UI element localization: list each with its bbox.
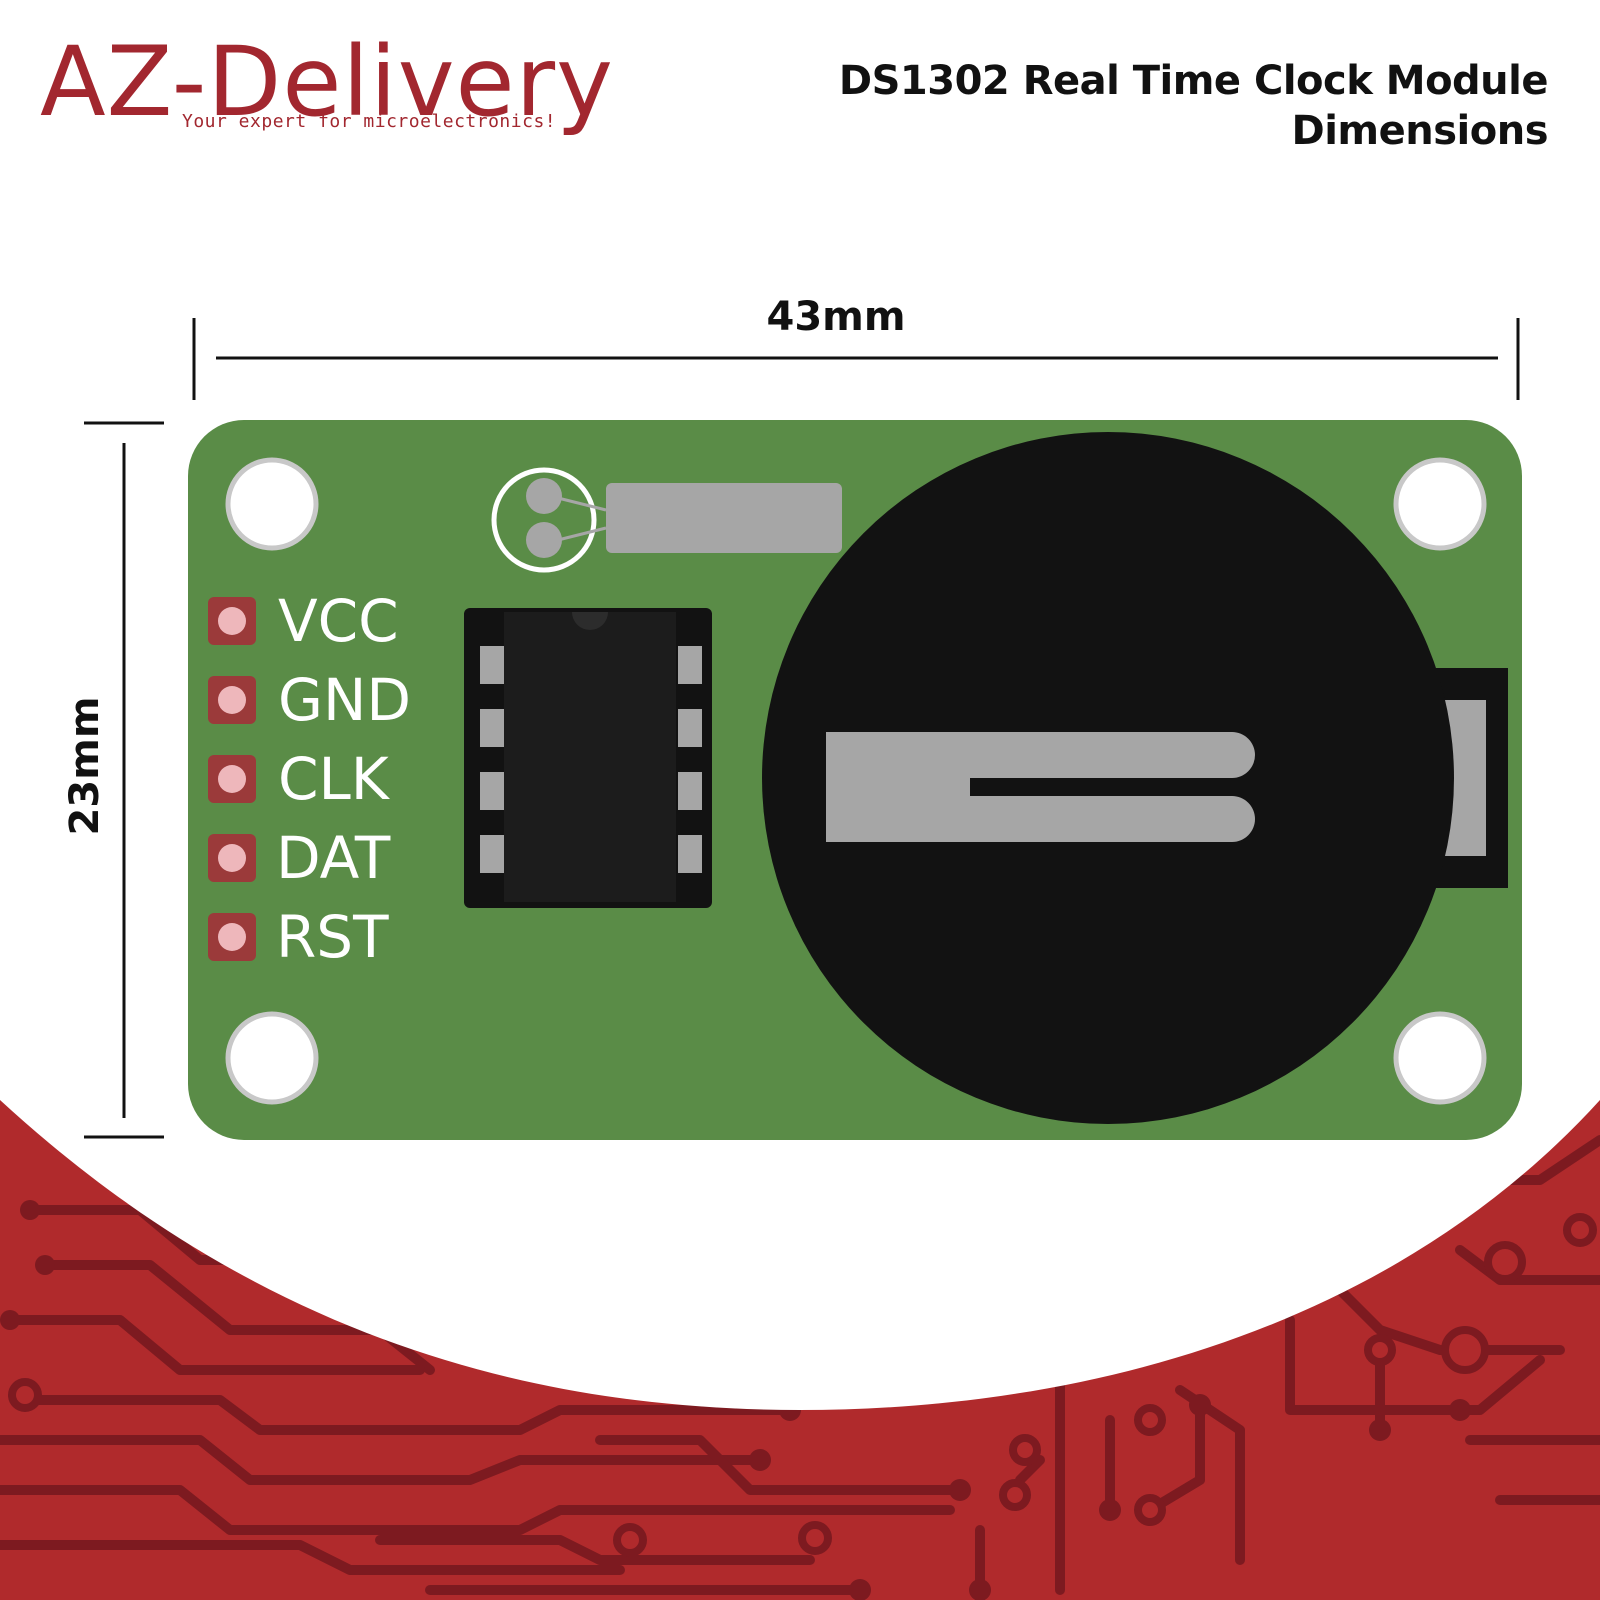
pcb-board: VCC GND CLK DAT RST — [188, 420, 1522, 1140]
mounting-hole — [225, 457, 319, 551]
mounting-hole — [1393, 1011, 1487, 1105]
mounting-hole — [225, 1011, 319, 1105]
az-delivery-logo: AZ-Delivery — [40, 26, 614, 138]
height-dimension-label: 23mm — [62, 696, 108, 835]
battery-holder — [762, 432, 1508, 1124]
mounting-hole — [1393, 457, 1487, 551]
title-line-1: DS1302 Real Time Clock Module — [838, 58, 1549, 104]
pin-pads — [208, 597, 256, 961]
pin-label-gnd: GND — [278, 666, 411, 734]
logo-tagline: Your expert for microelectronics! — [182, 111, 557, 132]
pin-label-clk: CLK — [278, 745, 391, 813]
pin-label-dat: DAT — [276, 824, 391, 892]
title-line-2: Dimensions — [1291, 108, 1549, 154]
width-dimension — [192, 318, 1520, 400]
width-dimension-label: 43mm — [766, 294, 905, 340]
pin-label-vcc: VCC — [278, 587, 399, 655]
pin-label-rst: RST — [276, 903, 389, 971]
crystal-oscillator — [491, 467, 842, 573]
mounting-holes — [225, 457, 1487, 1105]
height-dimension — [84, 421, 164, 1139]
page-title: DS1302 Real Time Clock Module Dimensions — [838, 56, 1549, 156]
ds1302-chip — [464, 608, 712, 908]
